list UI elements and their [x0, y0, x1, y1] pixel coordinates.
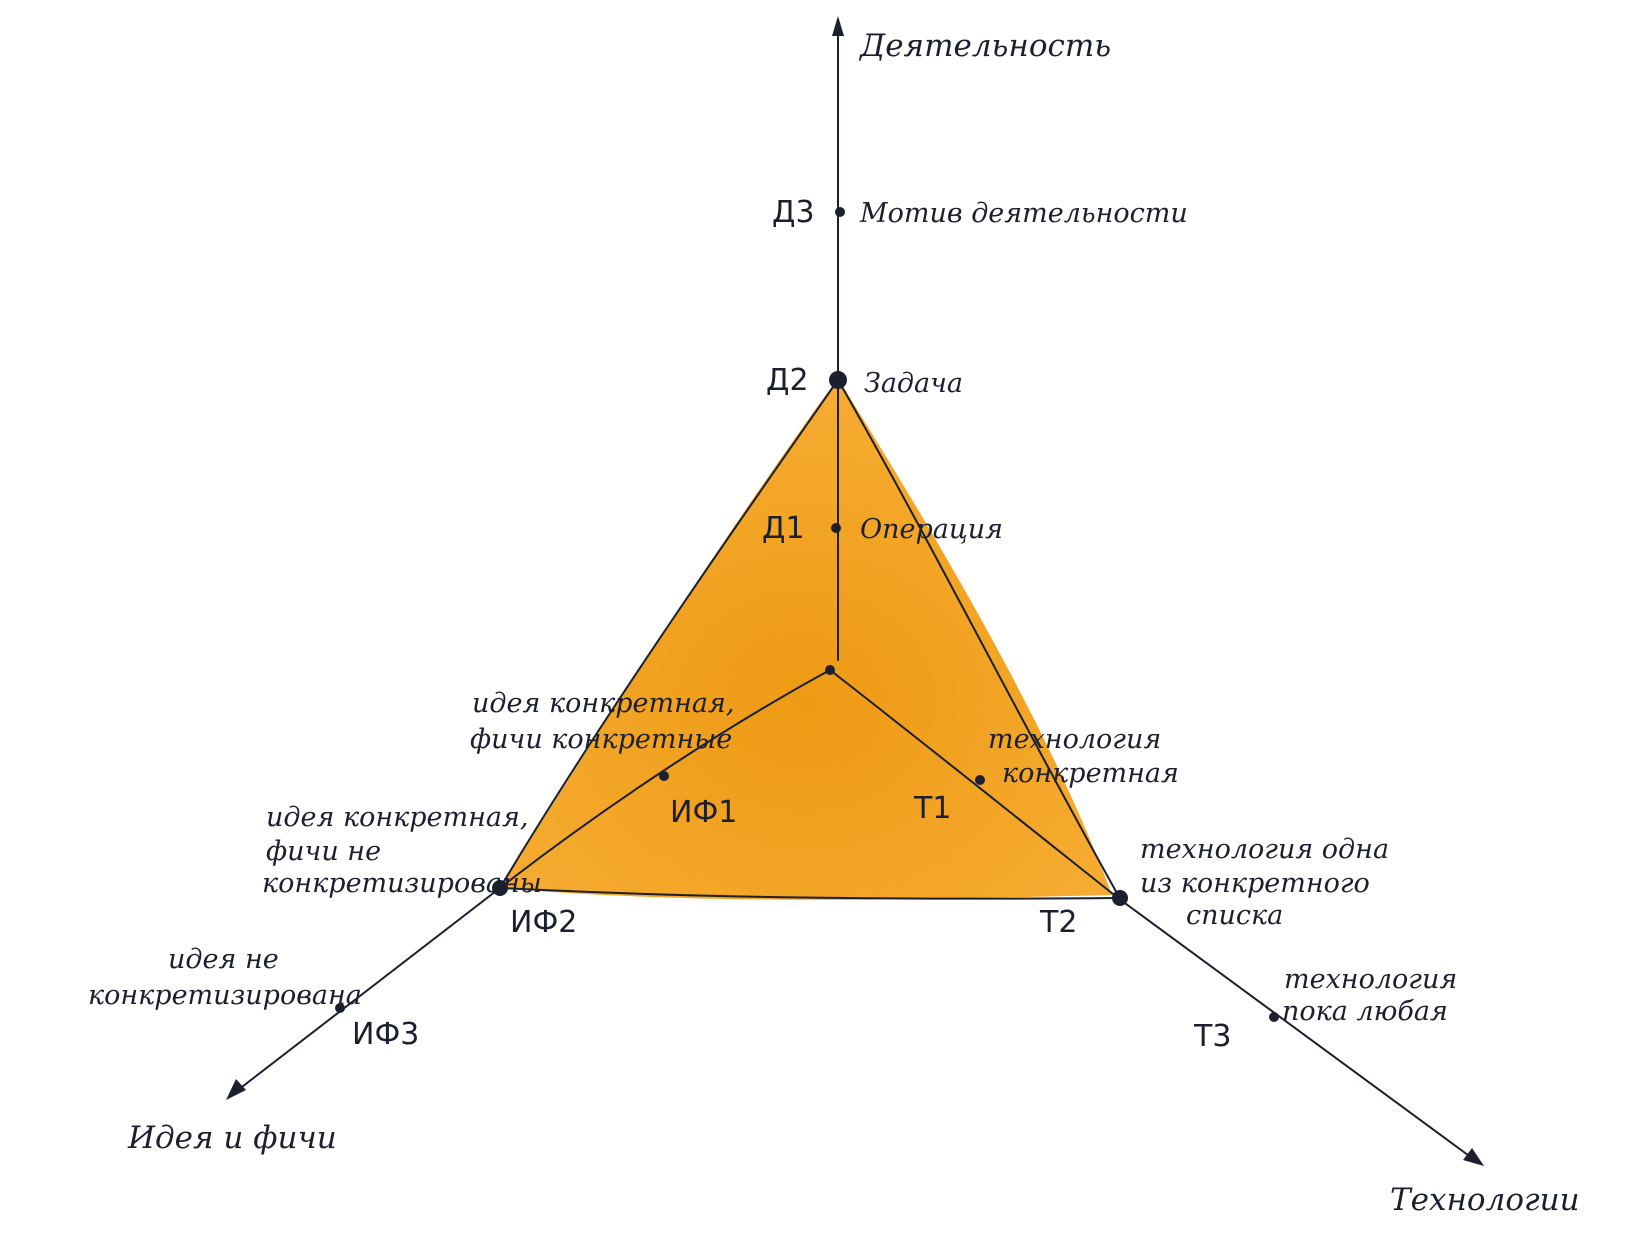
- code-t3: Т3: [1193, 1019, 1231, 1054]
- label-t2-line3: списка: [1186, 900, 1283, 931]
- code-t2: Т2: [1039, 905, 1077, 940]
- code-d2: Д2: [766, 363, 809, 398]
- label-if1-line2: фичи конкретные: [470, 724, 732, 755]
- code-if3: ИФ3: [352, 1017, 419, 1052]
- ideas-axis-line: [237, 887, 501, 1091]
- triangle-edge-right: [837, 379, 1119, 896]
- label-d3: Мотив деятельности: [859, 198, 1188, 229]
- label-if2-line3: конкретизированы: [262, 868, 542, 899]
- code-d3: Д3: [772, 195, 815, 230]
- point-d1: [831, 523, 841, 533]
- label-t3-line1: технология: [1284, 964, 1457, 995]
- ideas-axis-title: Идея и фичи: [127, 1120, 337, 1156]
- label-if2-line2: фичи не: [266, 836, 381, 867]
- triangle-edge-left: [499, 379, 839, 889]
- label-t1-line2: конкретная: [1002, 758, 1179, 789]
- point-t3: [1269, 1012, 1279, 1022]
- tech-axis-arrow: [1463, 1148, 1484, 1166]
- tech-axis-inner: [829, 669, 1119, 899]
- point-d3: [835, 207, 845, 217]
- point-center: [825, 665, 835, 675]
- tech-axis-title: Технологии: [1390, 1182, 1580, 1218]
- label-d2: Задача: [864, 368, 963, 399]
- activity-axis-arrow: [832, 16, 844, 36]
- label-t2-line2: из конкретного: [1140, 868, 1370, 899]
- label-d1: Операция: [860, 514, 1003, 545]
- label-t1-line1: технология: [988, 724, 1161, 755]
- point-t2: [1112, 890, 1128, 906]
- code-if1: ИФ1: [670, 795, 737, 830]
- code-d1: Д1: [762, 511, 805, 546]
- point-if2: [492, 880, 508, 896]
- point-d2: [829, 371, 847, 389]
- orange-triangle-fill: [500, 378, 1112, 900]
- label-t3-line2: пока любая: [1282, 996, 1448, 1027]
- tech-axis-line: [1117, 897, 1473, 1159]
- label-t2-line1: технология одна: [1140, 834, 1389, 865]
- label-if3-line1: идея не: [168, 944, 279, 975]
- ideas-axis-arrow: [226, 1079, 246, 1100]
- code-if2: ИФ2: [510, 905, 577, 940]
- point-if3: [335, 1003, 345, 1013]
- activity-axis-title: Деятельность: [858, 28, 1111, 64]
- point-if1: [659, 771, 669, 781]
- label-if3-line2: конкретизирована: [88, 980, 362, 1011]
- triangle-edge-bottom: [499, 887, 1119, 900]
- label-if2-line1: идея конкретная,: [266, 802, 528, 833]
- code-t1: Т1: [913, 791, 951, 826]
- label-if1-line1: идея конкретная,: [472, 688, 734, 719]
- point-t1: [975, 775, 985, 785]
